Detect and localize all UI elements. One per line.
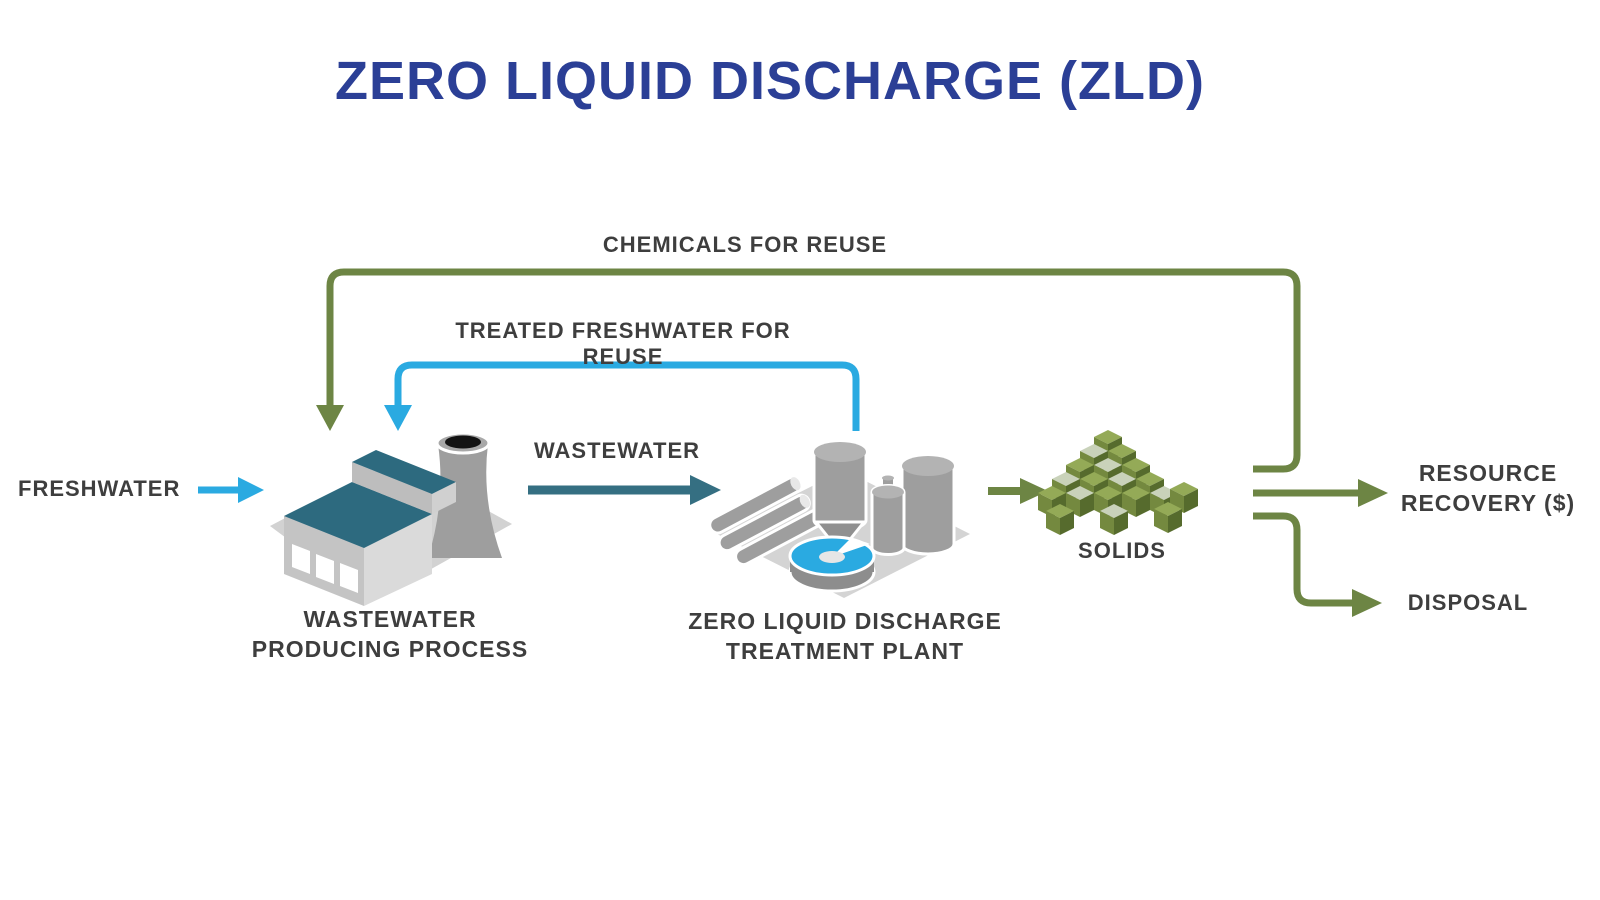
wastewater-arrow [528, 475, 721, 505]
pipes-icon [708, 476, 828, 567]
plant-label-line1: ZERO LIQUID DISCHARGE [688, 608, 1002, 634]
disposal-label: DISPOSAL [1407, 590, 1529, 615]
tank-icon [900, 454, 956, 556]
solids-label: SOLIDS [1078, 538, 1166, 563]
wastewater-label: WASTEWATER [533, 438, 701, 463]
chemicals-reuse-arrow [316, 268, 1301, 473]
treated-freshwater-arrow [384, 361, 860, 431]
small-vessel-icon [870, 475, 906, 556]
resource-recovery-line2: RECOVERY ($) [1400, 490, 1576, 516]
solids-arrow [988, 478, 1048, 504]
factory-node-label: WASTEWATER PRODUCING PROCESS [240, 604, 540, 664]
factory-label-line1: WASTEWATER [303, 606, 477, 632]
plant-node-label: ZERO LIQUID DISCHARGE TREATMENT PLANT [670, 606, 1020, 666]
factory-building-icon [270, 431, 512, 606]
resource-recovery-line1: RESOURCE [1418, 460, 1558, 486]
chemicals-reuse-label: CHEMICALS FOR REUSE [602, 232, 888, 257]
freshwater-arrow [198, 477, 264, 503]
silo-hopper-icon [812, 440, 868, 555]
factory-label-line2: PRODUCING PROCESS [251, 636, 529, 662]
disposal-arrow [1253, 512, 1382, 617]
solids-cubes-icon [1038, 430, 1198, 535]
factory-hall-icon [284, 450, 456, 606]
freshwater-label: FRESHWATER [18, 476, 181, 501]
plant-label-line2: TREATMENT PLANT [725, 638, 965, 664]
cooling-tower-icon [428, 431, 502, 558]
resource-recovery-label: RESOURCE RECOVERY ($) [1388, 458, 1588, 518]
treated-freshwater-label: TREATED FRESHWATER FOR REUSE [455, 318, 791, 369]
page-title: ZERO LIQUID DISCHARGE (ZLD) [335, 51, 1205, 111]
treatment-plant-icon [708, 440, 970, 598]
clarifier-icon [788, 535, 876, 593]
resource-recovery-arrow [1253, 479, 1388, 507]
